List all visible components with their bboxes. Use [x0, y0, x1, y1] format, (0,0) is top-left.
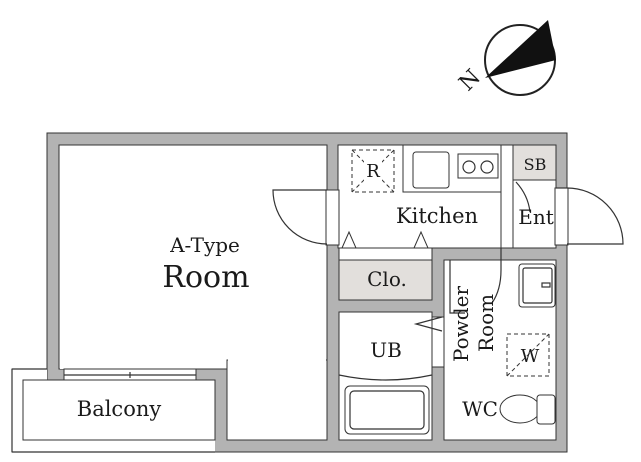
washbasin	[518, 263, 556, 308]
main-room	[58, 144, 328, 370]
balcony-window[interactable]	[63, 368, 197, 381]
bath-door-icon[interactable]	[413, 316, 443, 332]
closet-door-icon[interactable]	[413, 230, 429, 249]
washer-label: W	[521, 346, 540, 367]
entrance-door[interactable]	[554, 187, 624, 246]
room-label: Room	[162, 260, 249, 295]
sink-icon	[412, 151, 450, 189]
compass-needle-icon	[485, 20, 556, 78]
closet-door-icon[interactable]	[341, 230, 357, 249]
refrigerator-space	[351, 149, 395, 193]
stove	[457, 153, 499, 179]
closet-label: Clo.	[367, 267, 407, 291]
closet	[338, 259, 433, 301]
room-door[interactable]	[272, 189, 340, 246]
kitchen-label: Kitchen	[396, 204, 478, 228]
shoe-box	[512, 144, 557, 181]
powder-room-label-2: Room	[474, 294, 498, 352]
bathtub	[344, 385, 430, 435]
unit-bath-label: UB	[370, 338, 402, 362]
balcony-label: Balcony	[77, 397, 162, 421]
toilet-label: WC	[462, 397, 498, 421]
toilet-icon	[499, 394, 556, 425]
washer-space	[506, 333, 550, 377]
refrigerator-label: R	[366, 161, 380, 182]
compass: N	[455, 20, 556, 96]
entrance-label: Ent	[518, 205, 554, 229]
burner-icon	[480, 160, 494, 174]
powder-room-label-1: Powder	[449, 286, 473, 362]
burner-icon	[462, 160, 476, 174]
room-type-label: A-Type	[169, 233, 240, 257]
compass-north-label: N	[455, 65, 486, 96]
shoe-box-label: SB	[524, 155, 547, 174]
